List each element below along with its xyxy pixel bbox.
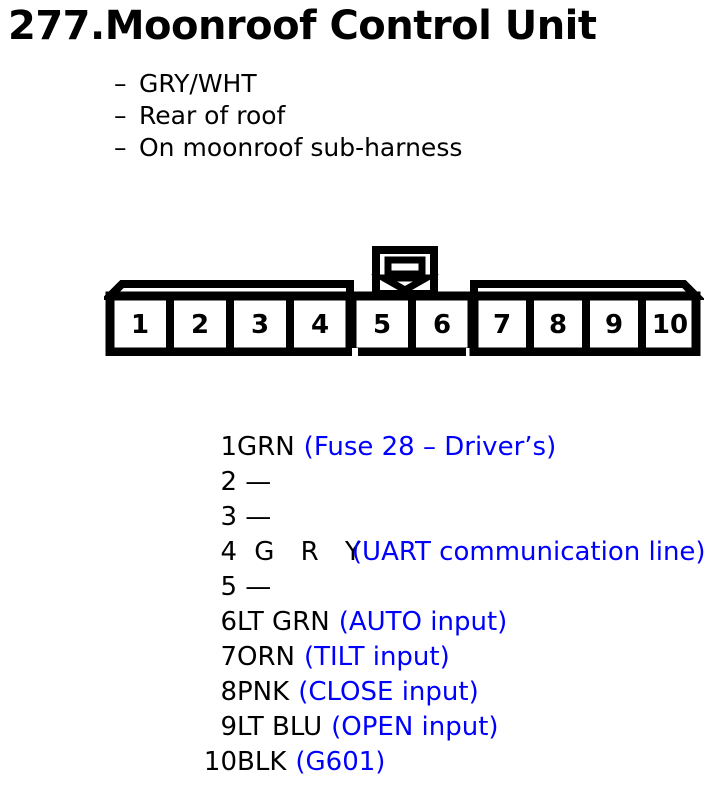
pin-wire-color: GRN [237, 432, 295, 462]
pin-annotation: (AUTO input) [338, 607, 508, 637]
connector-pin-label: 6 [433, 310, 451, 340]
dash-icon: – [114, 133, 127, 162]
connector-pin-label: 8 [549, 310, 567, 340]
list-item-label: On moonroof sub-harness [139, 133, 463, 162]
pin-wire-color: LT BLU [237, 712, 323, 742]
list-item-label: Rear of roof [139, 101, 286, 130]
pin-row: 1 GRN (Fuse 28 – Driver’s) [0, 430, 709, 465]
connector-diagram: 1 2 3 4 5 6 7 8 9 10 [104, 246, 704, 356]
pin-row: 7 ORN (TILT input) [0, 640, 709, 675]
connector-pin-label: 9 [605, 310, 623, 340]
connector-pin-label: 3 [251, 310, 269, 340]
pin-row: 4 G R Y (UART communication line) [0, 535, 709, 570]
pin-annotation: (UART communication line) [351, 537, 706, 567]
pin-number: 3 [220, 502, 237, 532]
pin-annotation: (G601) [295, 747, 386, 777]
list-item: – On moonroof sub-harness [114, 132, 674, 164]
pin-number: 8 [220, 677, 237, 707]
list-item: – Rear of roof [114, 100, 674, 132]
connector-housing-right [469, 280, 704, 356]
pin-wire-color: — [237, 502, 272, 532]
pin-annotation: (OPEN input) [331, 712, 499, 742]
connector-housing-left [104, 280, 355, 356]
connector-pin-label: 4 [311, 310, 329, 340]
pin-row: 3 — [0, 500, 709, 535]
pin-number: 7 [220, 642, 237, 672]
dash-icon: – [114, 69, 127, 98]
pin-number: 5 [220, 572, 237, 602]
pin-wire-color: LT GRN [237, 607, 330, 637]
pin-number: 1 [220, 432, 237, 462]
pin-row: 8 PNK (CLOSE input) [0, 675, 709, 710]
connector-pin-label: 1 [131, 310, 149, 340]
pin-annotation: (Fuse 28 – Driver’s) [303, 432, 557, 462]
dash-icon: – [114, 101, 127, 130]
pin-number: 6 [220, 607, 237, 637]
description-list: – GRY/WHT – Rear of roof – On moonroof s… [114, 68, 674, 164]
page-title: 277.Moonroof Control Unit [8, 3, 597, 49]
pin-annotation: (TILT input) [303, 642, 450, 672]
pin-number: 9 [220, 712, 237, 742]
connector-pin-label: 7 [493, 310, 511, 340]
connector-pin-label: 10 [652, 310, 688, 340]
pin-assignment-list: 1 GRN (Fuse 28 – Driver’s) 2 — 3 — 4 G R… [0, 430, 709, 780]
connector-housing-center [344, 291, 480, 356]
pin-row: 6 LT GRN (AUTO input) [0, 605, 709, 640]
pin-row: 2 — [0, 465, 709, 500]
pin-number: 10 [203, 747, 237, 777]
pin-wire-color: — [237, 572, 272, 602]
pin-wire-color: — [237, 467, 272, 497]
pin-wire-color: BLK [237, 747, 287, 777]
pin-row: 10 BLK (G601) [0, 745, 709, 780]
pin-annotation: (CLOSE input) [298, 677, 479, 707]
connector-pin-label: 5 [373, 310, 391, 340]
pin-number: 4 [220, 537, 237, 567]
pin-wire-color: PNK [237, 677, 290, 707]
pin-row: 9 LT BLU (OPEN input) [0, 710, 709, 745]
pin-wire-color: ORN [237, 642, 295, 672]
list-item: – GRY/WHT [114, 68, 674, 100]
pin-number: 2 [220, 467, 237, 497]
pin-wire-color: G R Y [237, 537, 370, 567]
connector-pin-label: 2 [191, 310, 209, 340]
list-item-label: GRY/WHT [139, 69, 257, 98]
pin-row: 5 — [0, 570, 709, 605]
